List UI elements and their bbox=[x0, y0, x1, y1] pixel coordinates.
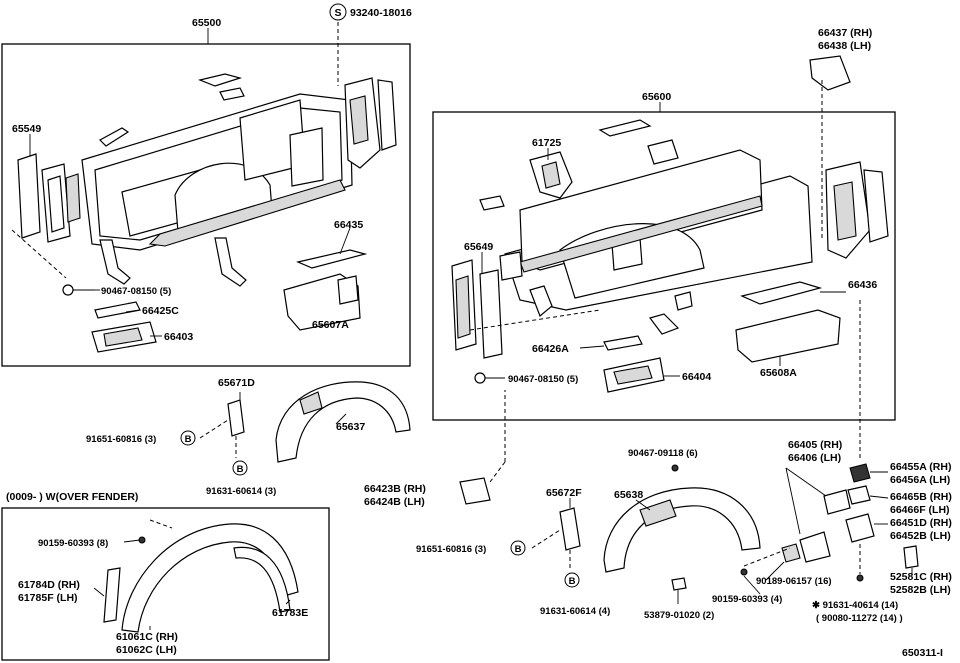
label-66426a: 66426A bbox=[532, 343, 569, 355]
small-brackets-65600 bbox=[479, 119, 693, 335]
screw-90467-left bbox=[62, 284, 95, 296]
label-90080: ( 90080-11272 (14) ) bbox=[816, 613, 903, 624]
label-65671d: 65671D bbox=[218, 377, 255, 389]
label-91651-right: 91651-60816 (3) bbox=[416, 544, 486, 555]
step-pad-66404-66426a bbox=[603, 335, 665, 393]
svg-text:B: B bbox=[515, 544, 522, 555]
label-65608a: 65608A bbox=[760, 367, 797, 379]
brackets-66405 bbox=[781, 489, 851, 563]
rear-pillar-66437 bbox=[809, 55, 889, 259]
label-52581c: 52581C (RH) bbox=[890, 571, 952, 583]
label-90189: 90189-06157 (16) bbox=[756, 576, 832, 587]
label-66455a: 66455A (RH) bbox=[890, 461, 951, 473]
label-66466f: 66466F (LH) bbox=[890, 504, 950, 516]
leader-lines bbox=[29, 28, 913, 630]
inner-panel-65649 bbox=[451, 259, 503, 359]
label-65607a: 65607A bbox=[312, 319, 349, 331]
lamp-housing-66435-65607a bbox=[283, 249, 368, 331]
callout-b-3: B bbox=[510, 540, 526, 556]
label-61783e: 61783E bbox=[272, 607, 308, 619]
label-65600: 65600 bbox=[642, 91, 671, 103]
svg-text:S: S bbox=[334, 7, 341, 19]
callout-b-2: B bbox=[232, 460, 248, 476]
label-66425c: 66425C bbox=[142, 305, 179, 317]
wheelhouse-liner-65637 bbox=[275, 381, 411, 463]
label-90159-right: 90159-60393 (4) bbox=[712, 594, 782, 605]
bracket-65671d bbox=[199, 399, 245, 458]
wheelhouse-liner-65638 bbox=[603, 487, 761, 573]
frame-over-fender bbox=[1, 507, 330, 661]
frame-65600 bbox=[432, 111, 896, 421]
bracket-65672f bbox=[531, 507, 581, 570]
label-90467-left: 90467-08150 (5) bbox=[101, 286, 171, 297]
inner-panel-65549 bbox=[17, 153, 81, 243]
label-61784d: 61784D (RH) bbox=[18, 579, 80, 591]
label-66451d: 66451D (RH) bbox=[890, 517, 952, 529]
screw-90467-right bbox=[474, 372, 505, 384]
rear-pillar-93240 bbox=[344, 77, 397, 169]
frame-65500 bbox=[1, 43, 411, 367]
label-66424b: 66424B (LH) bbox=[364, 496, 425, 508]
brackets-66455a-66465b-66451d bbox=[845, 463, 919, 569]
svg-text:B: B bbox=[569, 576, 576, 587]
label-66435: 66435 bbox=[334, 219, 363, 231]
label-61785f: 61785F (LH) bbox=[18, 592, 78, 604]
bed-side-panel-65500 bbox=[81, 73, 353, 287]
label-65500: 65500 bbox=[192, 17, 221, 29]
drawing-number: 650311-I bbox=[902, 647, 943, 659]
svg-text:B: B bbox=[185, 434, 192, 445]
label-52582b: 52582B (LH) bbox=[890, 584, 951, 596]
label-90467-right: 90467-08150 (5) bbox=[508, 374, 578, 385]
label-66437: 66437 (RH) bbox=[818, 27, 872, 39]
label-66405: 66405 (RH) bbox=[788, 439, 842, 451]
label-65649: 65649 bbox=[464, 241, 493, 253]
lamp-housing-66436-65608a bbox=[735, 281, 841, 363]
callout-s: S bbox=[329, 3, 347, 21]
callout-b-4: B bbox=[564, 572, 580, 588]
label-66406: 66406 (LH) bbox=[788, 452, 841, 464]
label-66452b: 66452B (LH) bbox=[890, 530, 951, 542]
label-61062c: 61062C (LH) bbox=[116, 644, 177, 656]
label-93240: 93240-18016 bbox=[350, 7, 412, 19]
bracket-66423b bbox=[459, 390, 506, 505]
label-65672f: 65672F bbox=[546, 487, 582, 499]
corner-brace-61725 bbox=[529, 151, 573, 199]
label-65638: 65638 bbox=[614, 489, 643, 501]
callout-b-1: B bbox=[180, 430, 196, 446]
label-65637: 65637 bbox=[336, 421, 365, 433]
small-fasteners bbox=[138, 464, 864, 591]
over-fender-61061c bbox=[121, 523, 299, 633]
moulding-61784d bbox=[103, 567, 121, 623]
label-91631-right: 91631-60614 (4) bbox=[540, 606, 610, 617]
bed-side-panel-65600 bbox=[499, 149, 813, 311]
label-90467-09118: 90467-09118 (6) bbox=[628, 448, 698, 459]
step-pad-66403-66425c bbox=[91, 301, 157, 353]
label-53879: 53879-01020 (2) bbox=[644, 610, 714, 621]
label-91631-40614: ✱ 91631-40614 (14) bbox=[812, 600, 898, 611]
label-65549: 65549 bbox=[12, 123, 41, 135]
label-90159-left: 90159-60393 (8) bbox=[38, 538, 108, 549]
label-66403: 66403 bbox=[164, 331, 193, 343]
label-91631-left: 91631-60614 (3) bbox=[206, 486, 276, 497]
label-66404: 66404 bbox=[682, 371, 711, 383]
assembly-dash-lines bbox=[11, 22, 861, 574]
label-66423b: 66423B (RH) bbox=[364, 483, 426, 495]
over-fender-note: (0009- ) W(OVER FENDER) bbox=[6, 491, 138, 503]
label-61061c: 61061C (RH) bbox=[116, 631, 178, 643]
label-91651-left: 91651-60816 (3) bbox=[86, 434, 156, 445]
label-66465b: 66465B (RH) bbox=[890, 491, 952, 503]
label-66438: 66438 (LH) bbox=[818, 40, 871, 52]
label-66456a: 66456A (LH) bbox=[890, 474, 950, 486]
label-61725: 61725 bbox=[532, 137, 561, 149]
svg-text:B: B bbox=[237, 464, 244, 475]
label-66436: 66436 bbox=[848, 279, 877, 291]
